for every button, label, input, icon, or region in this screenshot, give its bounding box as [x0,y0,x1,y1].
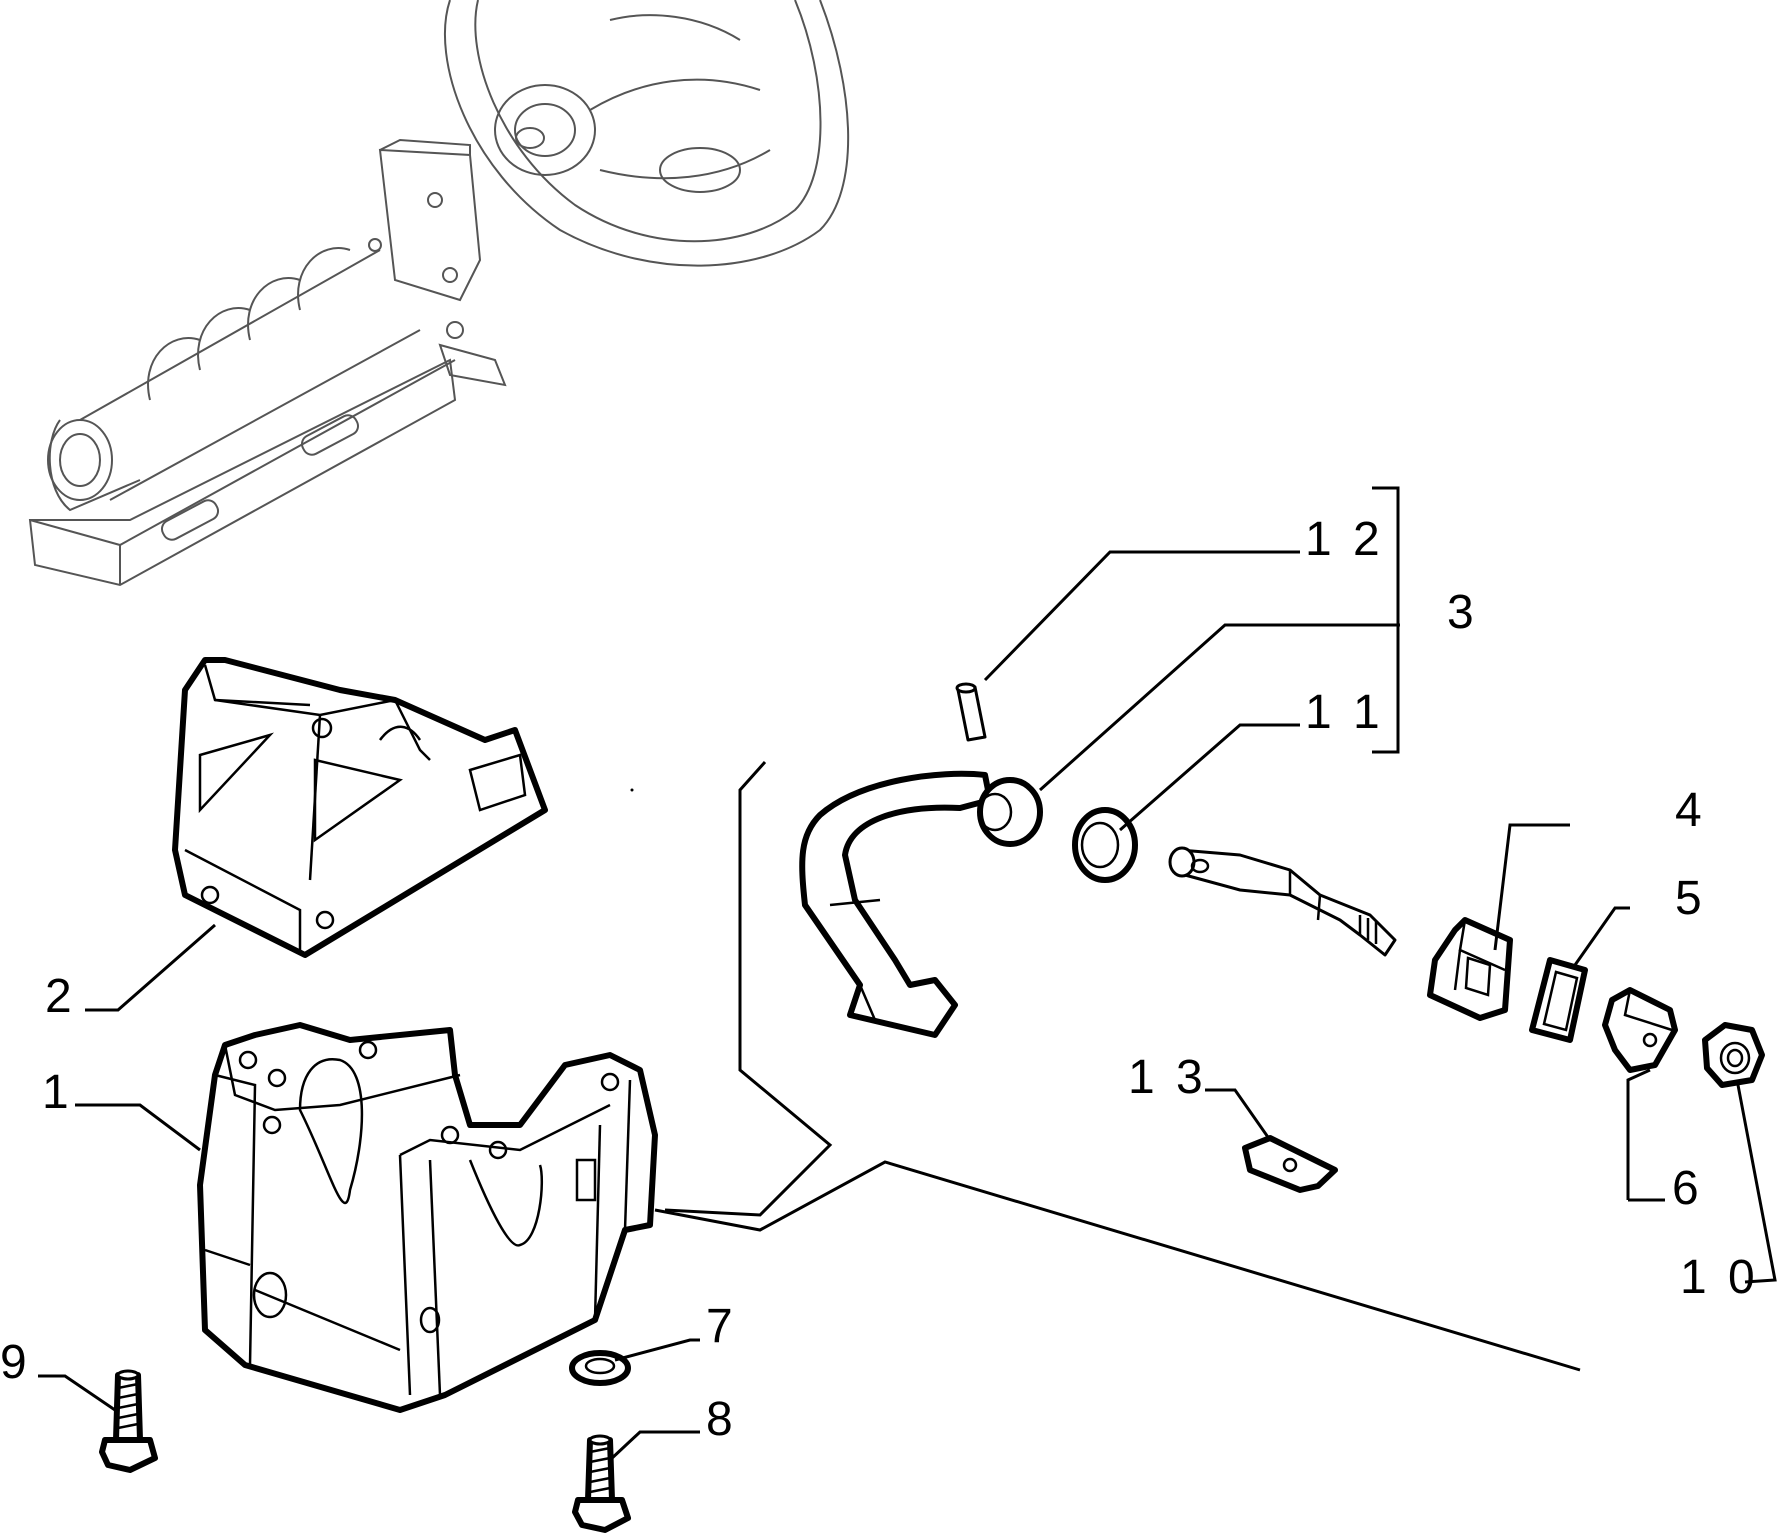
leader-9 [38,1374,116,1412]
leader-5 [1573,906,1630,966]
part-3-curved-lever [799,770,1043,1038]
leader-11 [1119,723,1300,832]
callout-3: 3 [1447,586,1478,639]
part-2-upper-bracket [172,657,548,958]
steering-column-context [28,0,850,587]
leader-6 [1626,1068,1651,1200]
callout-9: 9 [0,1336,31,1389]
leader-3 [1039,623,1400,792]
callout-labels: 1 2 3 1 1 4 5 6 1 0 1 3 2 1 7 8 9 [0,513,1759,1446]
callout-11: 1 1 [1305,686,1384,739]
group-bracket [1372,486,1400,754]
part-7-washer [569,1350,631,1386]
callout-1: 1 [42,1066,73,1119]
part-5-insert [1529,957,1588,1043]
leader-7 [614,1338,700,1362]
callout-5: 5 [1675,872,1706,925]
callout-8: 8 [706,1393,737,1446]
shaft [1168,846,1397,957]
leader-4 [1493,823,1570,951]
leader-13 [1205,1088,1272,1141]
part-12-roll-pin [955,682,987,742]
part-10-nut [1702,1022,1765,1088]
assembly-plane-lines [630,761,1581,1372]
leader-8 [608,1430,700,1462]
leader-2 [85,923,216,1012]
callout-7: 7 [706,1300,737,1353]
callout-4: 4 [1675,784,1706,837]
part-8-screw [572,1434,631,1533]
part-9-bolt [99,1369,158,1473]
part-13-clip-plate [1242,1135,1338,1193]
leader-1 [75,1103,201,1152]
part-4-clamp-block [1427,917,1513,1021]
leader-12 [983,550,1300,682]
part-11-washer [1072,807,1138,883]
part-6-slider [1602,987,1678,1073]
callout-13: 1 3 [1128,1051,1207,1104]
part-1-lower-bracket [197,1022,658,1413]
callout-6: 6 [1672,1162,1703,1215]
leader-10 [1736,1084,1777,1284]
callout-2: 2 [45,970,76,1023]
dot-mark [630,788,634,792]
callout-10: 1 0 [1680,1251,1759,1304]
callout-12: 1 2 [1305,513,1384,566]
leader-lines [38,486,1777,1462]
